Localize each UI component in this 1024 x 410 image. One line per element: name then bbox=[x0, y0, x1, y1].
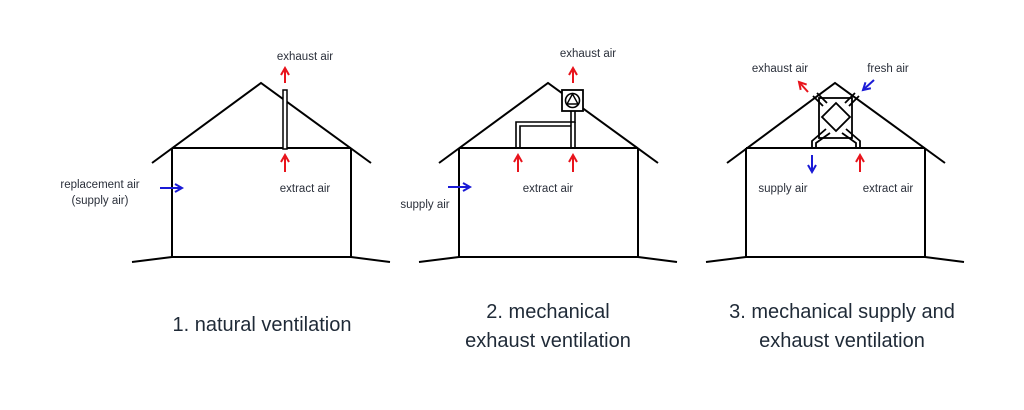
house-mechanical-supply-exhaust: exhaust air fresh air supply air extract… bbox=[705, 63, 965, 352]
exhaust-label: exhaust air bbox=[560, 48, 616, 60]
extract-label: extract air bbox=[280, 183, 331, 195]
extract-label: extract air bbox=[523, 183, 574, 195]
title-mechanical-supply-exhaust-1: 3. mechanical supply and bbox=[729, 301, 955, 323]
fresh-air-arrow bbox=[861, 79, 875, 92]
title-mechanical-exhaust-2: exhaust ventilation bbox=[465, 330, 631, 352]
supply-label: supply air bbox=[758, 183, 807, 195]
exhaust-arrow bbox=[797, 80, 809, 93]
title-natural: 1. natural ventilation bbox=[172, 314, 351, 336]
chimney bbox=[282, 89, 288, 150]
house-mechanical-exhaust: exhaust air extract air supply air 2. me… bbox=[400, 48, 678, 352]
replacement-label: replacement air bbox=[60, 179, 139, 191]
house-natural-ventilation: exhaust air extract air replacement air … bbox=[60, 51, 391, 336]
exhaust-fan bbox=[561, 89, 584, 112]
exhaust-duct bbox=[515, 111, 576, 148]
supply-label: (supply air) bbox=[72, 195, 129, 207]
exhaust-label: exhaust air bbox=[752, 63, 808, 75]
fresh-air-label: fresh air bbox=[867, 63, 909, 75]
title-mechanical-exhaust-1: 2. mechanical bbox=[486, 301, 609, 323]
title-mechanical-supply-exhaust-2: exhaust ventilation bbox=[759, 330, 925, 352]
supply-label: supply air bbox=[400, 199, 449, 211]
extract-label: extract air bbox=[863, 183, 914, 195]
exhaust-label: exhaust air bbox=[277, 51, 333, 63]
heat-recovery-unit bbox=[811, 92, 861, 148]
